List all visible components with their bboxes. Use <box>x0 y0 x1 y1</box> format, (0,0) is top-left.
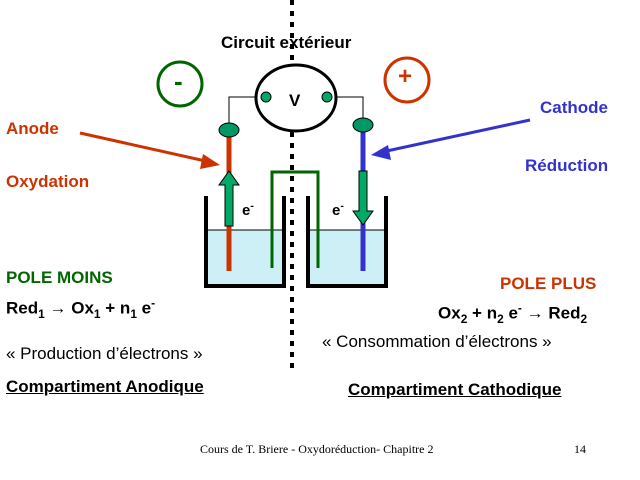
cathode-beaker <box>306 196 388 288</box>
anode-label: Anode <box>6 119 59 138</box>
pole-minus-label: POLE MOINS <box>6 268 113 287</box>
anode-pointer-head <box>200 154 220 169</box>
anode-reaction: Red1 → Ox1 + n1 e- <box>6 296 156 322</box>
anode-electrode-head <box>218 122 240 138</box>
cathode-solution <box>310 230 384 284</box>
cathode-description: « Consommation d’électrons » <box>322 332 552 351</box>
anode-compartment-title: Compartiment Anodique <box>6 377 204 396</box>
plus-sign: + <box>398 63 413 90</box>
voltmeter-circle <box>254 63 338 133</box>
cathode-label: Cathode <box>540 98 608 117</box>
anode-beaker <box>204 196 286 288</box>
cathode-electrode-head <box>352 117 374 133</box>
electron-label-right: e- <box>332 200 344 219</box>
circuit-title: Circuit extérieur <box>221 33 352 52</box>
page-number: 14 <box>574 442 586 456</box>
cathode-reaction: Ox2 + n2 e- → Red2 <box>438 301 588 327</box>
footer-text: Cours de T. Briere - Oxydoréduction- Cha… <box>200 442 434 456</box>
cathode-pointer-head <box>371 145 391 160</box>
reduction-label: Réduction <box>525 156 609 175</box>
electron-label-left: e- <box>242 200 254 219</box>
pole-plus-label: POLE PLUS <box>500 274 597 293</box>
cathode-electron-arrow <box>352 170 374 226</box>
anode-pointer-line <box>79 131 211 164</box>
anode-electron-arrow <box>218 170 240 227</box>
left-wire <box>228 96 266 127</box>
cathode-compartment-title: Compartiment Cathodique <box>348 380 562 399</box>
voltmeter-left-terminal <box>260 91 272 103</box>
anode-solution <box>208 230 282 284</box>
anode-description: « Production d’électrons » <box>6 344 203 363</box>
right-wire <box>327 96 364 123</box>
cathode-pointer-line <box>381 118 531 154</box>
salt-bridge <box>270 170 320 268</box>
voltmeter-label: V <box>289 91 301 110</box>
voltmeter-right-terminal <box>321 91 333 103</box>
minus-sign: - <box>174 66 183 96</box>
plus-pole-circle <box>383 56 431 104</box>
minus-pole-circle <box>156 60 204 108</box>
oxidation-label: Oxydation <box>6 172 90 191</box>
